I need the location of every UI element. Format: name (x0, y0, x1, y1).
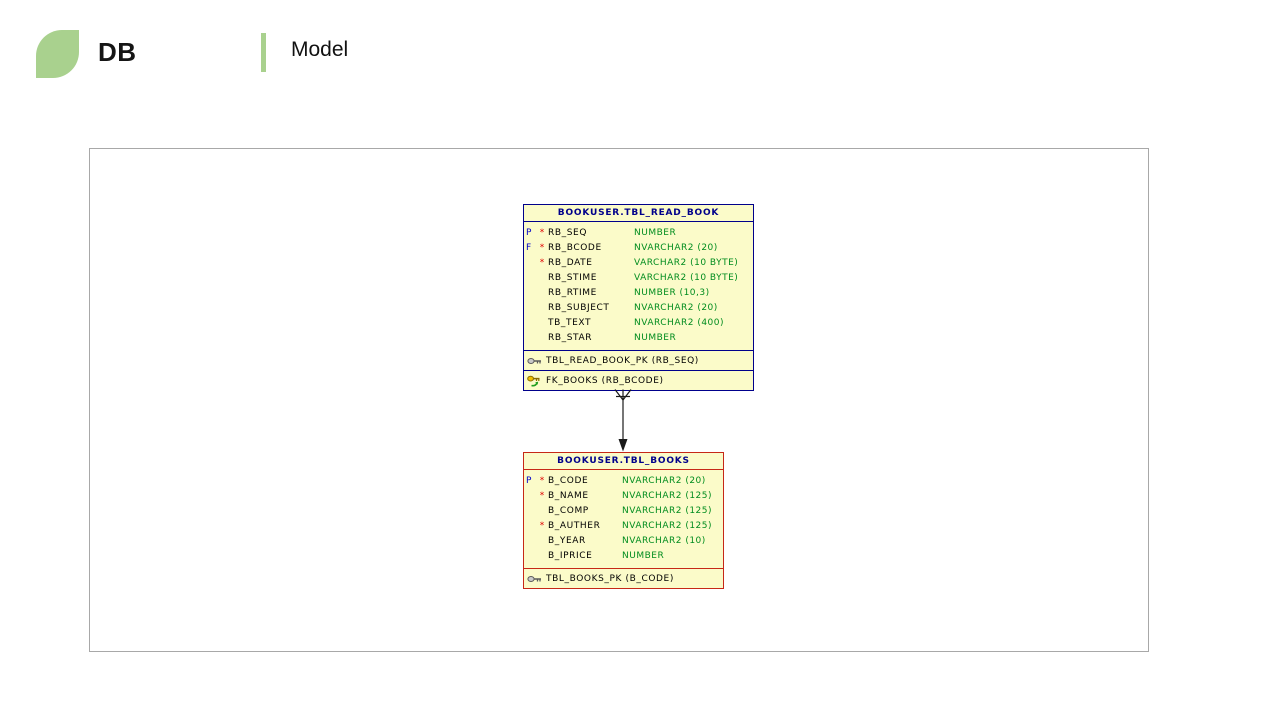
column-type: NVARCHAR2 (400) (634, 318, 725, 328)
mandatory-flag (536, 271, 548, 286)
column-row: *RB_DATE VARCHAR2 (10 BYTE) (524, 256, 753, 271)
column-row: B_YEAR NVARCHAR2 (10) (524, 534, 723, 549)
column-name: RB_DATE (548, 258, 593, 268)
column-name: B_COMP (548, 506, 589, 516)
column-row: RB_SUBJECT NVARCHAR2 (20) (524, 301, 753, 316)
leaf-logo-icon (36, 30, 79, 78)
key-flag (524, 331, 536, 346)
key-flag (524, 534, 536, 549)
column-row: TB_TEXT NVARCHAR2 (400) (524, 316, 753, 331)
mandatory-flag: * (539, 228, 545, 238)
column-name: RB_SEQ (548, 228, 588, 238)
key-flag (524, 301, 536, 316)
mandatory-flag (536, 316, 548, 331)
primary-key-icon (527, 355, 542, 367)
column-type: NVARCHAR2 (20) (634, 243, 718, 253)
column-type: NUMBER (634, 228, 677, 238)
mandatory-flag: * (539, 491, 545, 501)
column-type: NVARCHAR2 (125) (622, 506, 713, 516)
mandatory-flag (536, 301, 548, 316)
column-name: TB_TEXT (548, 318, 592, 328)
key-label: FK_BOOKS (RB_BCODE) (546, 375, 664, 386)
column-row: RB_RTIME NUMBER (10,3) (524, 286, 753, 301)
relationship-connector (614, 389, 632, 452)
column-row: F *RB_BCODE NVARCHAR2 (20) (524, 241, 753, 256)
key-flag (524, 256, 536, 271)
mandatory-flag: * (539, 521, 545, 531)
column-type: VARCHAR2 (10 BYTE) (634, 258, 739, 268)
column-type: NUMBER (10,3) (634, 288, 710, 298)
mandatory-flag (536, 504, 548, 519)
mandatory-flag: * (539, 243, 545, 253)
column-row: RB_STIME VARCHAR2 (10 BYTE) (524, 271, 753, 286)
key-flag (524, 549, 536, 564)
column-name: RB_BCODE (548, 243, 602, 253)
entity-title: BOOKUSER.TBL_BOOKS (524, 453, 723, 470)
column-name: RB_RTIME (548, 288, 597, 298)
column-name: B_NAME (548, 491, 589, 501)
column-row: B_COMP NVARCHAR2 (125) (524, 504, 723, 519)
column-type: NUMBER (634, 333, 677, 343)
column-row: *B_NAME NVARCHAR2 (125) (524, 489, 723, 504)
key-flag: P (526, 228, 532, 238)
column-type: NUMBER (622, 551, 665, 561)
key-row-primary-key: TBL_BOOKS_PK (B_CODE) (524, 568, 723, 588)
arrowhead (618, 439, 628, 452)
column-name: B_CODE (548, 476, 589, 486)
mandatory-flag (536, 549, 548, 564)
key-label: TBL_READ_BOOK_PK (RB_SEQ) (546, 355, 699, 366)
key-flag (524, 316, 536, 331)
key-row-foreign-key: FK_BOOKS (RB_BCODE) (524, 370, 753, 390)
column-row: B_IPRICE NUMBER (524, 549, 723, 564)
column-type: NVARCHAR2 (20) (622, 476, 706, 486)
key-row-primary-key: TBL_READ_BOOK_PK (RB_SEQ) (524, 350, 753, 370)
column-row: P *B_CODE NVARCHAR2 (20) (524, 474, 723, 489)
key-flag (524, 271, 536, 286)
page-title: Model (291, 38, 349, 61)
entity-title: BOOKUSER.TBL_READ_BOOK (524, 205, 753, 222)
mandatory-flag: * (539, 476, 545, 486)
column-type: NVARCHAR2 (125) (622, 521, 713, 531)
key-flag (524, 519, 536, 534)
key-label: TBL_BOOKS_PK (B_CODE) (546, 573, 674, 584)
column-name: RB_STIME (548, 273, 598, 283)
mandatory-flag (536, 286, 548, 301)
column-type: NVARCHAR2 (20) (634, 303, 718, 313)
foreign-key-icon (527, 375, 542, 387)
column-row: P *RB_SEQ NUMBER (524, 226, 753, 241)
mandatory-flag (536, 534, 548, 549)
column-type: NVARCHAR2 (125) (622, 491, 713, 501)
key-flag: F (526, 243, 532, 253)
key-flag (524, 286, 536, 301)
primary-key-icon (527, 573, 542, 585)
mandatory-flag: * (539, 258, 545, 268)
column-name: B_IPRICE (548, 551, 593, 561)
key-flag: P (526, 476, 532, 486)
title-accent-bar (261, 33, 266, 72)
logo-text: DB (98, 37, 137, 67)
column-name: B_YEAR (548, 536, 586, 546)
key-flag (524, 489, 536, 504)
column-name: B_AUTHER (548, 521, 601, 531)
column-name: RB_SUBJECT (548, 303, 610, 313)
mandatory-flag (536, 331, 548, 346)
column-type: VARCHAR2 (10 BYTE) (634, 273, 739, 283)
key-flag (524, 504, 536, 519)
column-row: *B_AUTHER NVARCHAR2 (125) (524, 519, 723, 534)
column-row: RB_STAR NUMBER (524, 331, 753, 346)
column-type: NVARCHAR2 (10) (622, 536, 706, 546)
column-name: RB_STAR (548, 333, 593, 343)
